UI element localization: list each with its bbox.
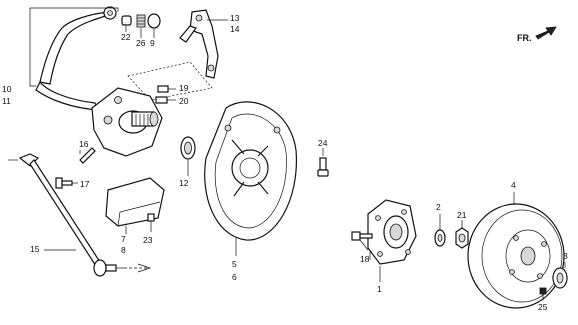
callout-23: 23 bbox=[143, 235, 153, 245]
arrow-icon bbox=[535, 26, 557, 40]
washer-nut: 2 21 bbox=[434, 202, 469, 249]
callout-20: 20 bbox=[179, 96, 189, 106]
bolt-17 bbox=[61, 180, 73, 186]
bolt-24-group: 24 bbox=[317, 138, 329, 177]
cap-9 bbox=[147, 13, 161, 29]
bolt-17-group: 17 bbox=[55, 177, 90, 189]
bolt-24 bbox=[319, 157, 327, 171]
front-direction-indicator: FR. bbox=[517, 26, 557, 43]
hub-assembly: 18 1 bbox=[351, 199, 417, 294]
callout-19: 19 bbox=[179, 83, 189, 93]
knuckle-assembly: 16 bbox=[79, 61, 213, 164]
bolt-20 bbox=[155, 96, 168, 104]
splash-guard: 7 8 23 bbox=[105, 177, 165, 255]
link-rod: 15 bbox=[8, 153, 152, 277]
callout-12: 12 bbox=[179, 178, 189, 188]
brake-drum: 4 bbox=[467, 180, 565, 309]
callout-3: 3 bbox=[563, 251, 568, 261]
bolt-16 bbox=[79, 147, 96, 164]
small-bolts: 19 20 bbox=[155, 83, 189, 106]
backing-plate: 5 6 bbox=[204, 101, 298, 282]
callout-10: 10 bbox=[2, 84, 12, 94]
callout-9: 9 bbox=[150, 38, 155, 48]
front-direction-label: FR. bbox=[517, 33, 532, 43]
callout-15: 15 bbox=[30, 244, 40, 254]
callout-6: 6 bbox=[232, 272, 237, 282]
nut-22 bbox=[121, 15, 132, 26]
callout-1: 1 bbox=[377, 284, 382, 294]
callout-14: 14 bbox=[230, 24, 240, 34]
rod-end-upper bbox=[18, 153, 40, 167]
callout-21: 21 bbox=[457, 210, 467, 220]
callout-18: 18 bbox=[360, 254, 370, 264]
callout-8: 8 bbox=[121, 245, 126, 255]
rod-end-lower bbox=[93, 259, 107, 277]
bushing-parts: 22 26 9 bbox=[121, 13, 161, 48]
cap-screw: 3 25 bbox=[538, 251, 568, 312]
stud-18 bbox=[359, 233, 373, 239]
callout-17: 17 bbox=[80, 179, 90, 189]
screw-25 bbox=[539, 287, 547, 295]
callout-5: 5 bbox=[232, 259, 237, 269]
callout-24: 24 bbox=[318, 138, 328, 148]
callout-16: 16 bbox=[79, 139, 89, 149]
callout-11: 11 bbox=[2, 96, 11, 106]
callout-7: 7 bbox=[121, 234, 126, 244]
upper-arm bbox=[39, 11, 115, 85]
bolt-19 bbox=[157, 85, 169, 93]
bracket-13 bbox=[189, 9, 219, 79]
guard-7 bbox=[105, 177, 165, 227]
upper-bracket: 13 14 bbox=[179, 9, 240, 79]
callout-4: 4 bbox=[511, 180, 516, 190]
callout-13: 13 bbox=[230, 13, 240, 23]
callout-2: 2 bbox=[436, 202, 441, 212]
drum-4 bbox=[467, 203, 565, 309]
seal-12: 12 bbox=[179, 136, 196, 188]
upper-arm-assembly bbox=[29, 6, 119, 111]
callout-22: 22 bbox=[121, 32, 131, 42]
callout-25: 25 bbox=[538, 302, 548, 312]
arm-link bbox=[35, 80, 99, 111]
callout-26: 26 bbox=[136, 38, 146, 48]
